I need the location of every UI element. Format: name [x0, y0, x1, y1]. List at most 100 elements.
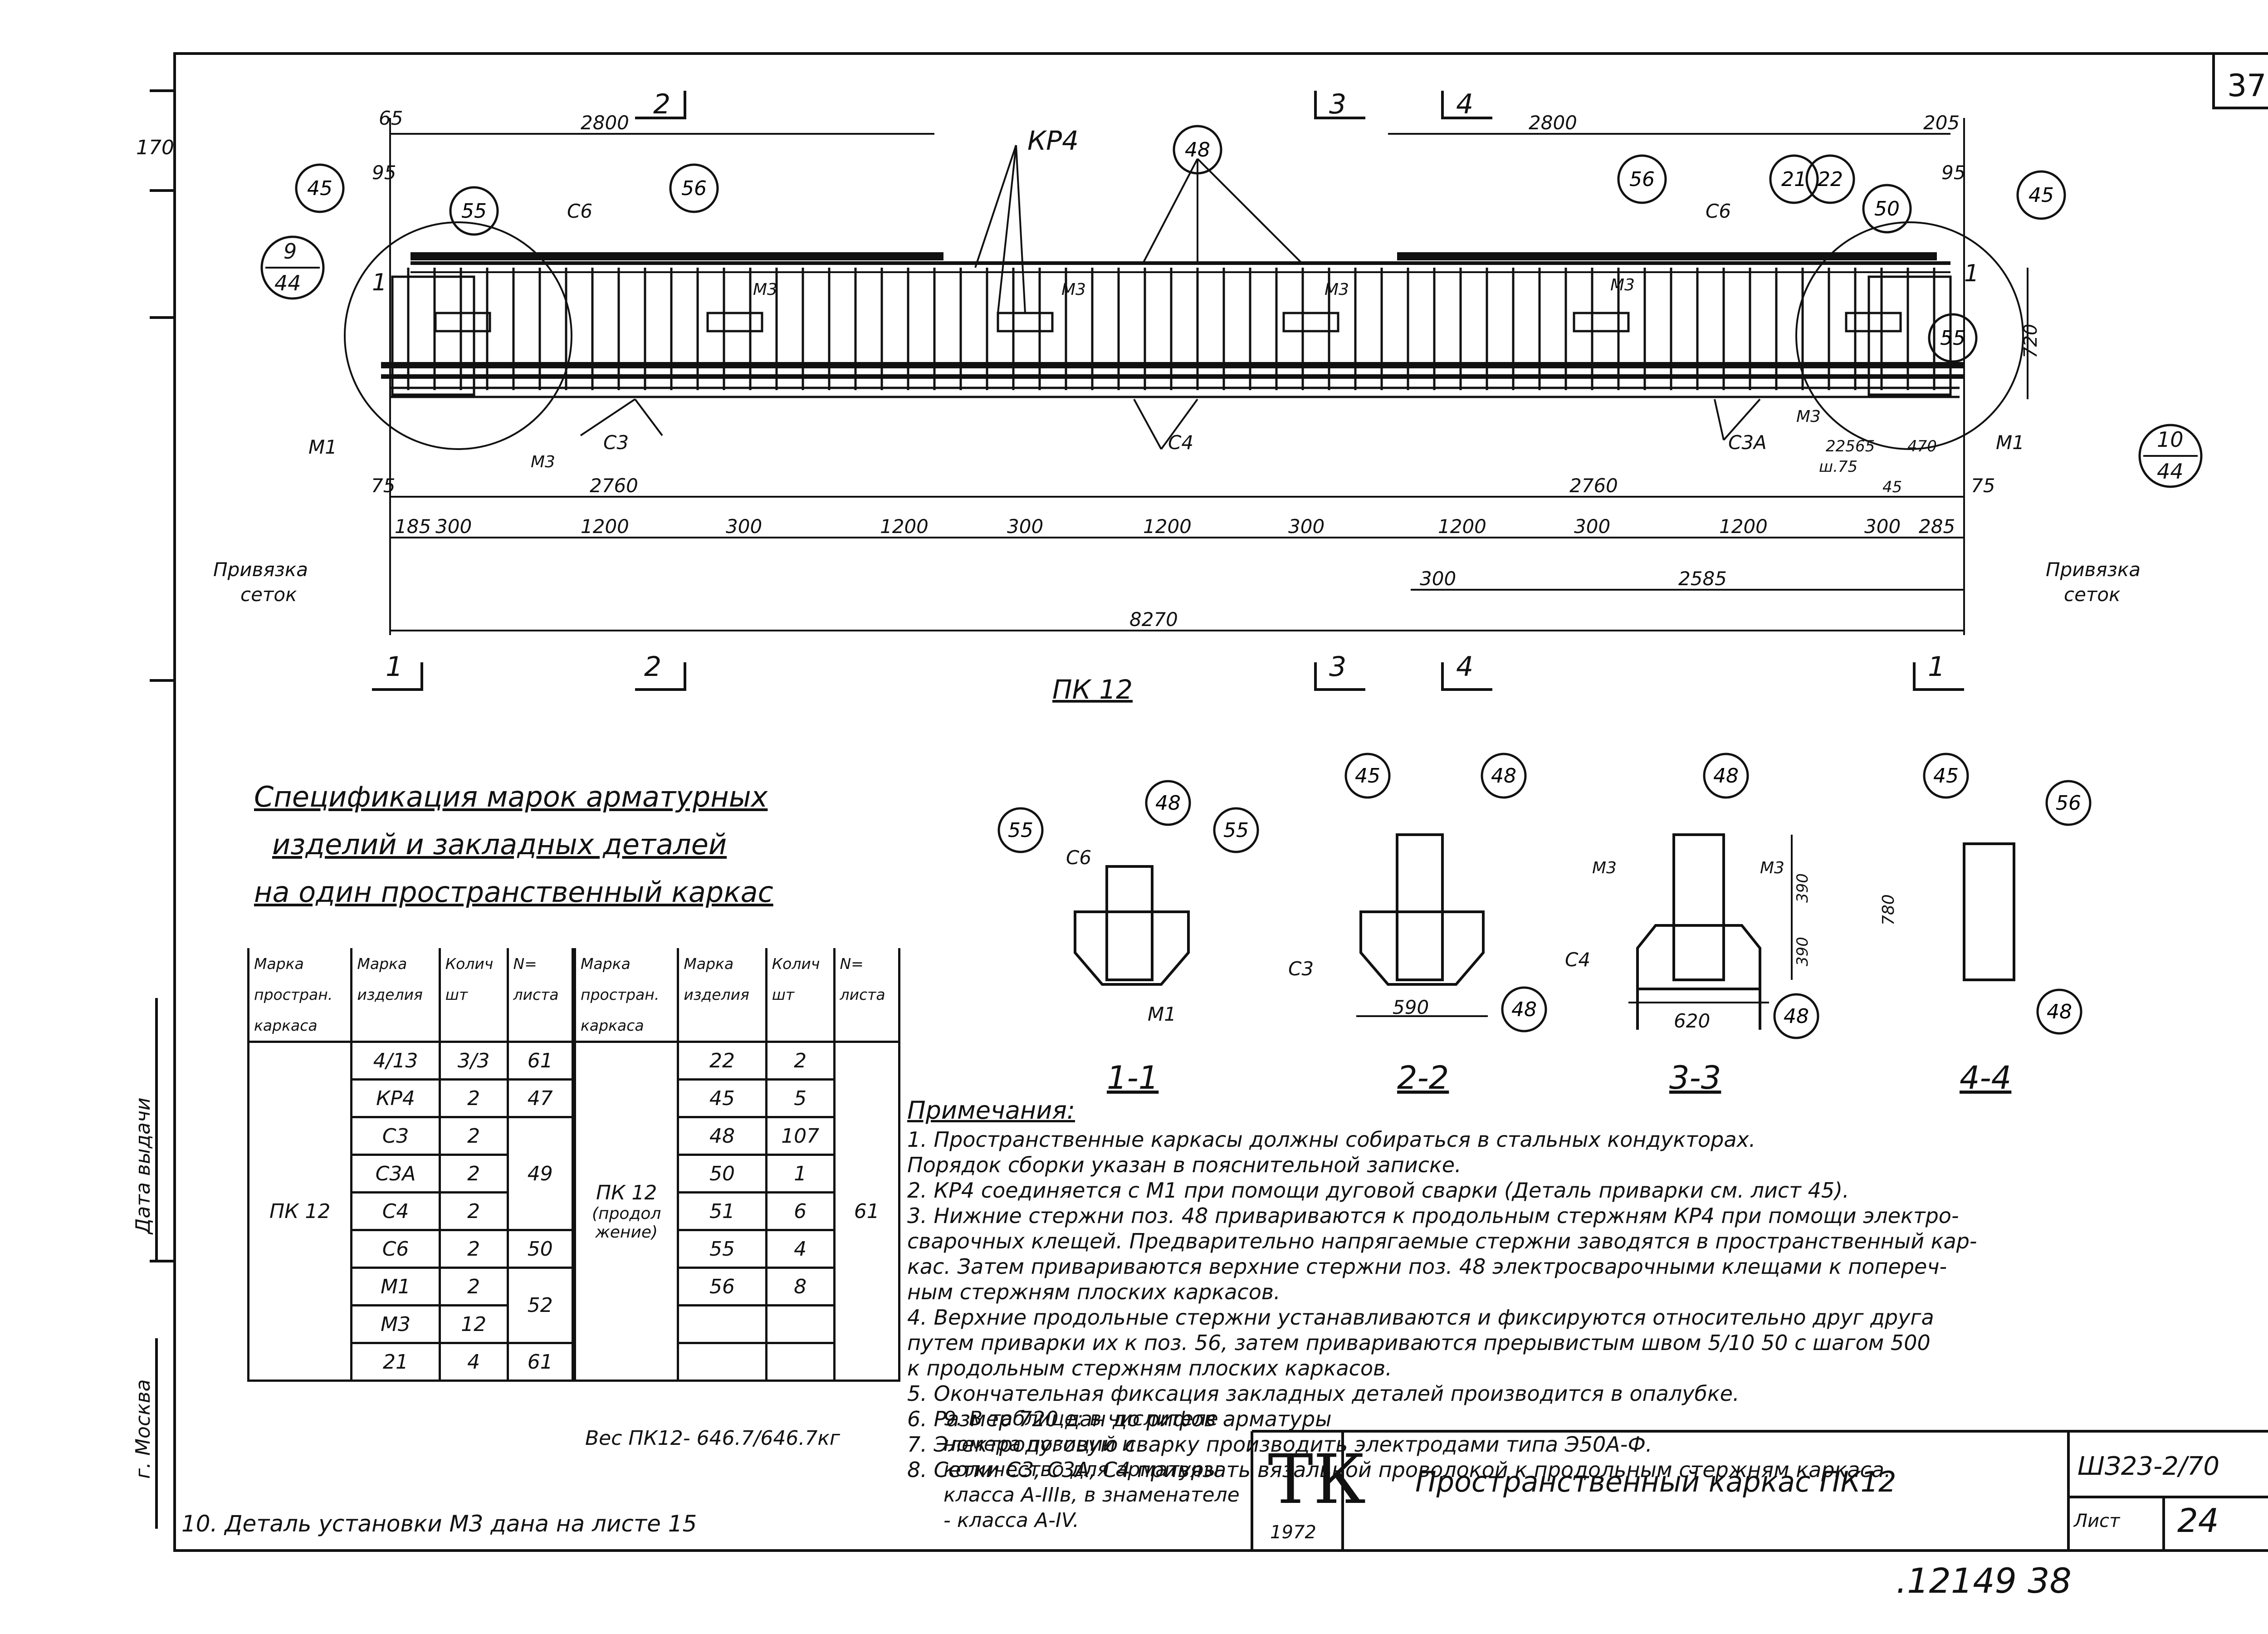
svg-text:285: 285 — [1919, 515, 1955, 538]
svg-text:1: 1 — [1964, 260, 1979, 287]
svg-text:21: 21 — [1781, 168, 1807, 191]
svg-text:48: 48 — [1185, 138, 1210, 161]
svg-text:3: 3 — [1329, 651, 1346, 683]
side-city: г. Москва — [132, 1379, 155, 1479]
svg-text:56: 56 — [681, 177, 707, 200]
svg-text:300: 300 — [1574, 515, 1610, 538]
svg-text:300: 300 — [435, 515, 472, 538]
title-block — [1251, 1430, 2268, 1551]
svg-text:9: 9 — [284, 239, 297, 264]
svg-text:48: 48 — [1713, 764, 1739, 788]
svg-text:45: 45 — [1355, 764, 1380, 788]
svg-text:470: 470 — [1907, 437, 1937, 455]
svg-text:48: 48 — [1155, 792, 1181, 815]
svg-text:48: 48 — [2047, 1000, 2072, 1023]
svg-text:75: 75 — [371, 475, 395, 497]
svg-text:2: 2 — [653, 88, 670, 120]
svg-text:С6: С6 — [1706, 200, 1731, 222]
svg-text:С4: С4 — [1565, 949, 1590, 971]
svg-text:сеток: сеток — [2064, 583, 2121, 606]
callout-48: 48 — [2036, 988, 2082, 1035]
sheet-label: Лист — [2074, 1511, 2120, 1531]
callout-56: 56 — [2045, 780, 2092, 826]
svg-text:8270: 8270 — [1129, 608, 1178, 631]
svg-text:45: 45 — [307, 177, 332, 200]
svg-text:56: 56 — [1629, 168, 1655, 191]
callout-45: 45 — [2016, 170, 2066, 220]
svg-text:48: 48 — [1511, 998, 1537, 1021]
callout-45: 45 — [1923, 753, 1969, 799]
svg-text:55: 55 — [1940, 327, 1965, 350]
svg-text:М3: М3 — [1796, 407, 1821, 426]
callout-55: 55 — [1928, 313, 1978, 363]
spec-title-line-1: Спецификация марок арматурных — [254, 780, 768, 813]
svg-text:М3: М3 — [753, 280, 777, 299]
svg-text:1200: 1200 — [1719, 515, 1768, 538]
svg-text:185: 185 — [395, 515, 431, 538]
callout-48: 48 — [1145, 780, 1191, 826]
svg-text:225: 225 — [1826, 437, 1855, 455]
svg-text:Привязка: Привязка — [2046, 558, 2141, 581]
spec-title-line-2: изделий и закладных деталей — [272, 828, 727, 861]
svg-text:1: 1 — [372, 269, 387, 296]
svg-text:44: 44 — [2157, 459, 2184, 484]
side-date: Дата выдачи — [132, 1097, 155, 1234]
archive-stamp: .12149 38 — [1896, 1561, 2072, 1601]
svg-text:300: 300 — [1864, 515, 1901, 538]
callout-48: 48 — [1173, 125, 1222, 175]
svg-text:300: 300 — [1007, 515, 1043, 538]
svg-text:М3: М3 — [1760, 859, 1784, 877]
sheet-code: ШЗ23-2/70 — [2077, 1452, 2220, 1481]
side-number: 170 — [136, 136, 174, 159]
svg-text:300: 300 — [1288, 515, 1325, 538]
spec-left-mark: ПК 12 — [247, 1041, 353, 1382]
plan-title: ПК 12 — [1052, 674, 1133, 705]
svg-text:КР4: КР4 — [1027, 125, 1079, 156]
sheet-frame — [173, 52, 2268, 1552]
svg-text:75: 75 — [1971, 475, 1995, 497]
svg-text:1200: 1200 — [880, 515, 929, 538]
svg-text:44: 44 — [274, 271, 301, 295]
drawing-title: Пространственный каркас ПК12 — [1415, 1465, 1897, 1498]
svg-text:390: 390 — [1794, 873, 1812, 903]
svg-text:205: 205 — [1923, 112, 1960, 134]
page-number-box — [2212, 52, 2268, 109]
svg-text:720: 720 — [2020, 324, 2041, 358]
svg-text:45: 45 — [1882, 478, 1902, 496]
svg-text:С3А: С3А — [1728, 431, 1767, 454]
svg-text:М3: М3 — [1061, 280, 1086, 299]
callout-48: 48 — [1773, 993, 1819, 1039]
callout-48: 48 — [1703, 753, 1749, 799]
svg-text:22: 22 — [1818, 168, 1843, 191]
note-10: 10. Деталь установки М3 дана на листе 15 — [181, 1511, 697, 1537]
svg-text:ш.75: ш.75 — [1819, 458, 1857, 476]
svg-text:4: 4 — [1456, 88, 1473, 120]
svg-text:Привязка: Привязка — [213, 558, 308, 581]
callout-50: 50 — [1862, 184, 1912, 234]
svg-text:50: 50 — [1874, 197, 1900, 220]
svg-text:65: 65 — [1855, 437, 1875, 455]
svg-text:95: 95 — [1941, 161, 1965, 184]
page-number: 37 — [2227, 68, 2267, 104]
svg-text:95: 95 — [372, 161, 396, 184]
svg-text:300: 300 — [1420, 567, 1456, 590]
svg-text:С6: С6 — [567, 200, 592, 222]
callout-21: 21 — [1769, 154, 1819, 204]
callout-45: 45 — [1344, 753, 1391, 799]
svg-text:С3: С3 — [1288, 958, 1314, 980]
svg-text:4: 4 — [1456, 651, 1473, 683]
svg-text:590: 590 — [1393, 996, 1429, 1018]
section-title-1: 1-1 — [1107, 1059, 1158, 1096]
svg-text:3: 3 — [1329, 88, 1346, 120]
svg-text:48: 48 — [1491, 764, 1516, 788]
svg-text:65: 65 — [379, 107, 403, 129]
callout-22: 22 — [1805, 154, 1855, 204]
spec-title-line-3: на один пространственный каркас — [254, 876, 773, 909]
section-title-3: 3-3 — [1669, 1059, 1721, 1096]
svg-text:М3: М3 — [1592, 859, 1617, 877]
